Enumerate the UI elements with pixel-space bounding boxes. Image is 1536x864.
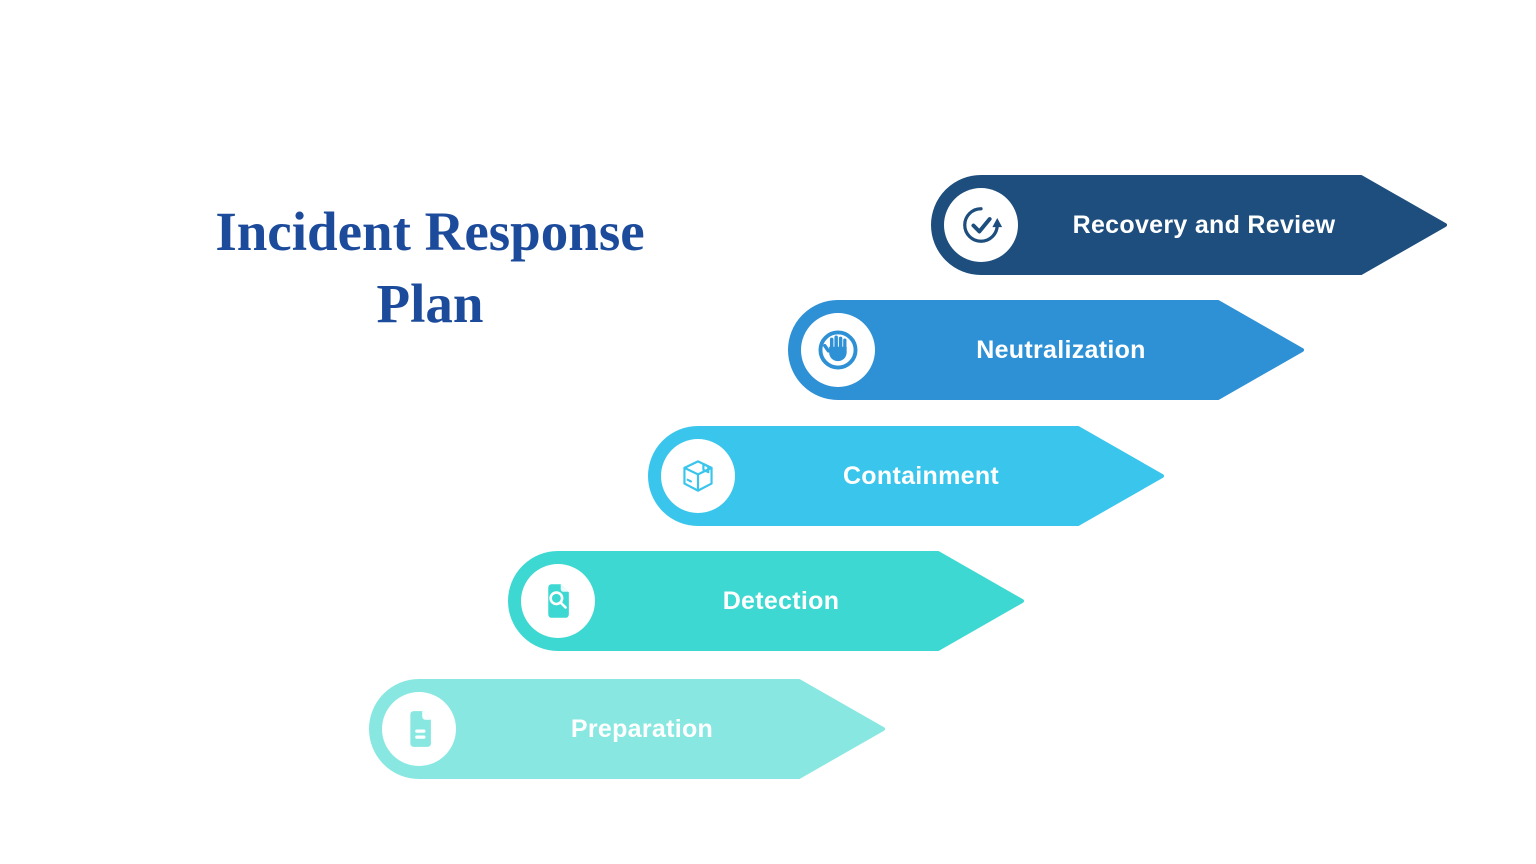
stop-hand-icon [818,330,858,370]
arrow-banner-shape [788,300,1304,400]
package-box-icon [683,460,713,492]
page-title-line-1: Incident Response [215,201,645,262]
step-label: Containment [842,461,1000,490]
step-banner-recovery-and-review: Recovery and Review [931,175,1447,275]
step-label: Preparation [570,714,714,743]
step-label: Neutralization [976,335,1146,364]
step-icon-badge [944,188,1018,262]
recovery-check-icon [963,207,1003,243]
arrow-banner-shape [369,679,885,779]
document-search-icon [548,584,569,618]
step-icon-badge [661,439,735,513]
step-icon-badge [801,313,875,387]
step-banner-preparation: Preparation [369,679,885,779]
step-banner-detection: Detection [508,551,1024,651]
step-label: Detection [722,586,840,615]
page-title-line-2: Plan [376,272,484,334]
arrow-banner-shape [508,551,1024,651]
step-banner-containment: Containment [648,426,1164,526]
arrow-banner-shape [931,175,1447,275]
step-icon-badge [521,564,595,638]
step-banner-neutralization: Neutralization [788,300,1304,400]
arrow-banner-shape [648,426,1164,526]
page-title: Incident Response Plan [140,196,720,339]
step-icon-badge [382,692,456,766]
step-label: Recovery and Review [1072,210,1336,239]
document-icon [410,711,431,747]
